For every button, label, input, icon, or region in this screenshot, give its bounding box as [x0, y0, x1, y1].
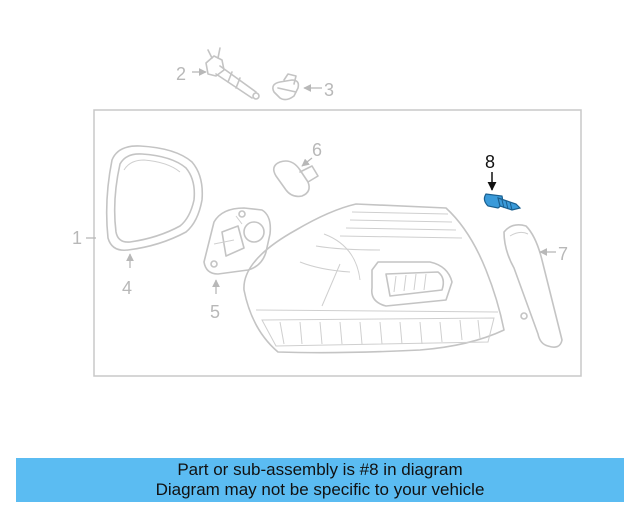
part-8-screw: [483, 193, 522, 211]
callout-4: 4: [122, 278, 132, 298]
callout-2: 2: [176, 64, 186, 84]
part-6-bulb: [272, 160, 319, 198]
callout-5: 5: [210, 302, 220, 322]
part-3-clip: [272, 73, 300, 101]
assembly-frame: [93, 109, 582, 377]
part-4-gasket: [105, 145, 204, 252]
tail-lamp-housing: [243, 203, 505, 354]
part-5-holder: [203, 207, 272, 275]
part-2-socket: [205, 47, 260, 100]
caption-banner: Part or sub-assembly is #8 in diagram Di…: [16, 458, 624, 502]
callout-3: 3: [324, 80, 334, 100]
parts-diagram: 2 3 1 4 5 6: [72, 47, 582, 377]
caption-line-1: Part or sub-assembly is #8 in diagram: [177, 460, 463, 479]
callout-7: 7: [558, 244, 568, 264]
part-7-side-cover: [503, 224, 563, 348]
callout-6: 6: [312, 140, 322, 160]
callout-1: 1: [72, 228, 82, 248]
callout-8: 8: [485, 152, 495, 172]
caption-line-2: Diagram may not be specific to your vehi…: [155, 480, 485, 499]
